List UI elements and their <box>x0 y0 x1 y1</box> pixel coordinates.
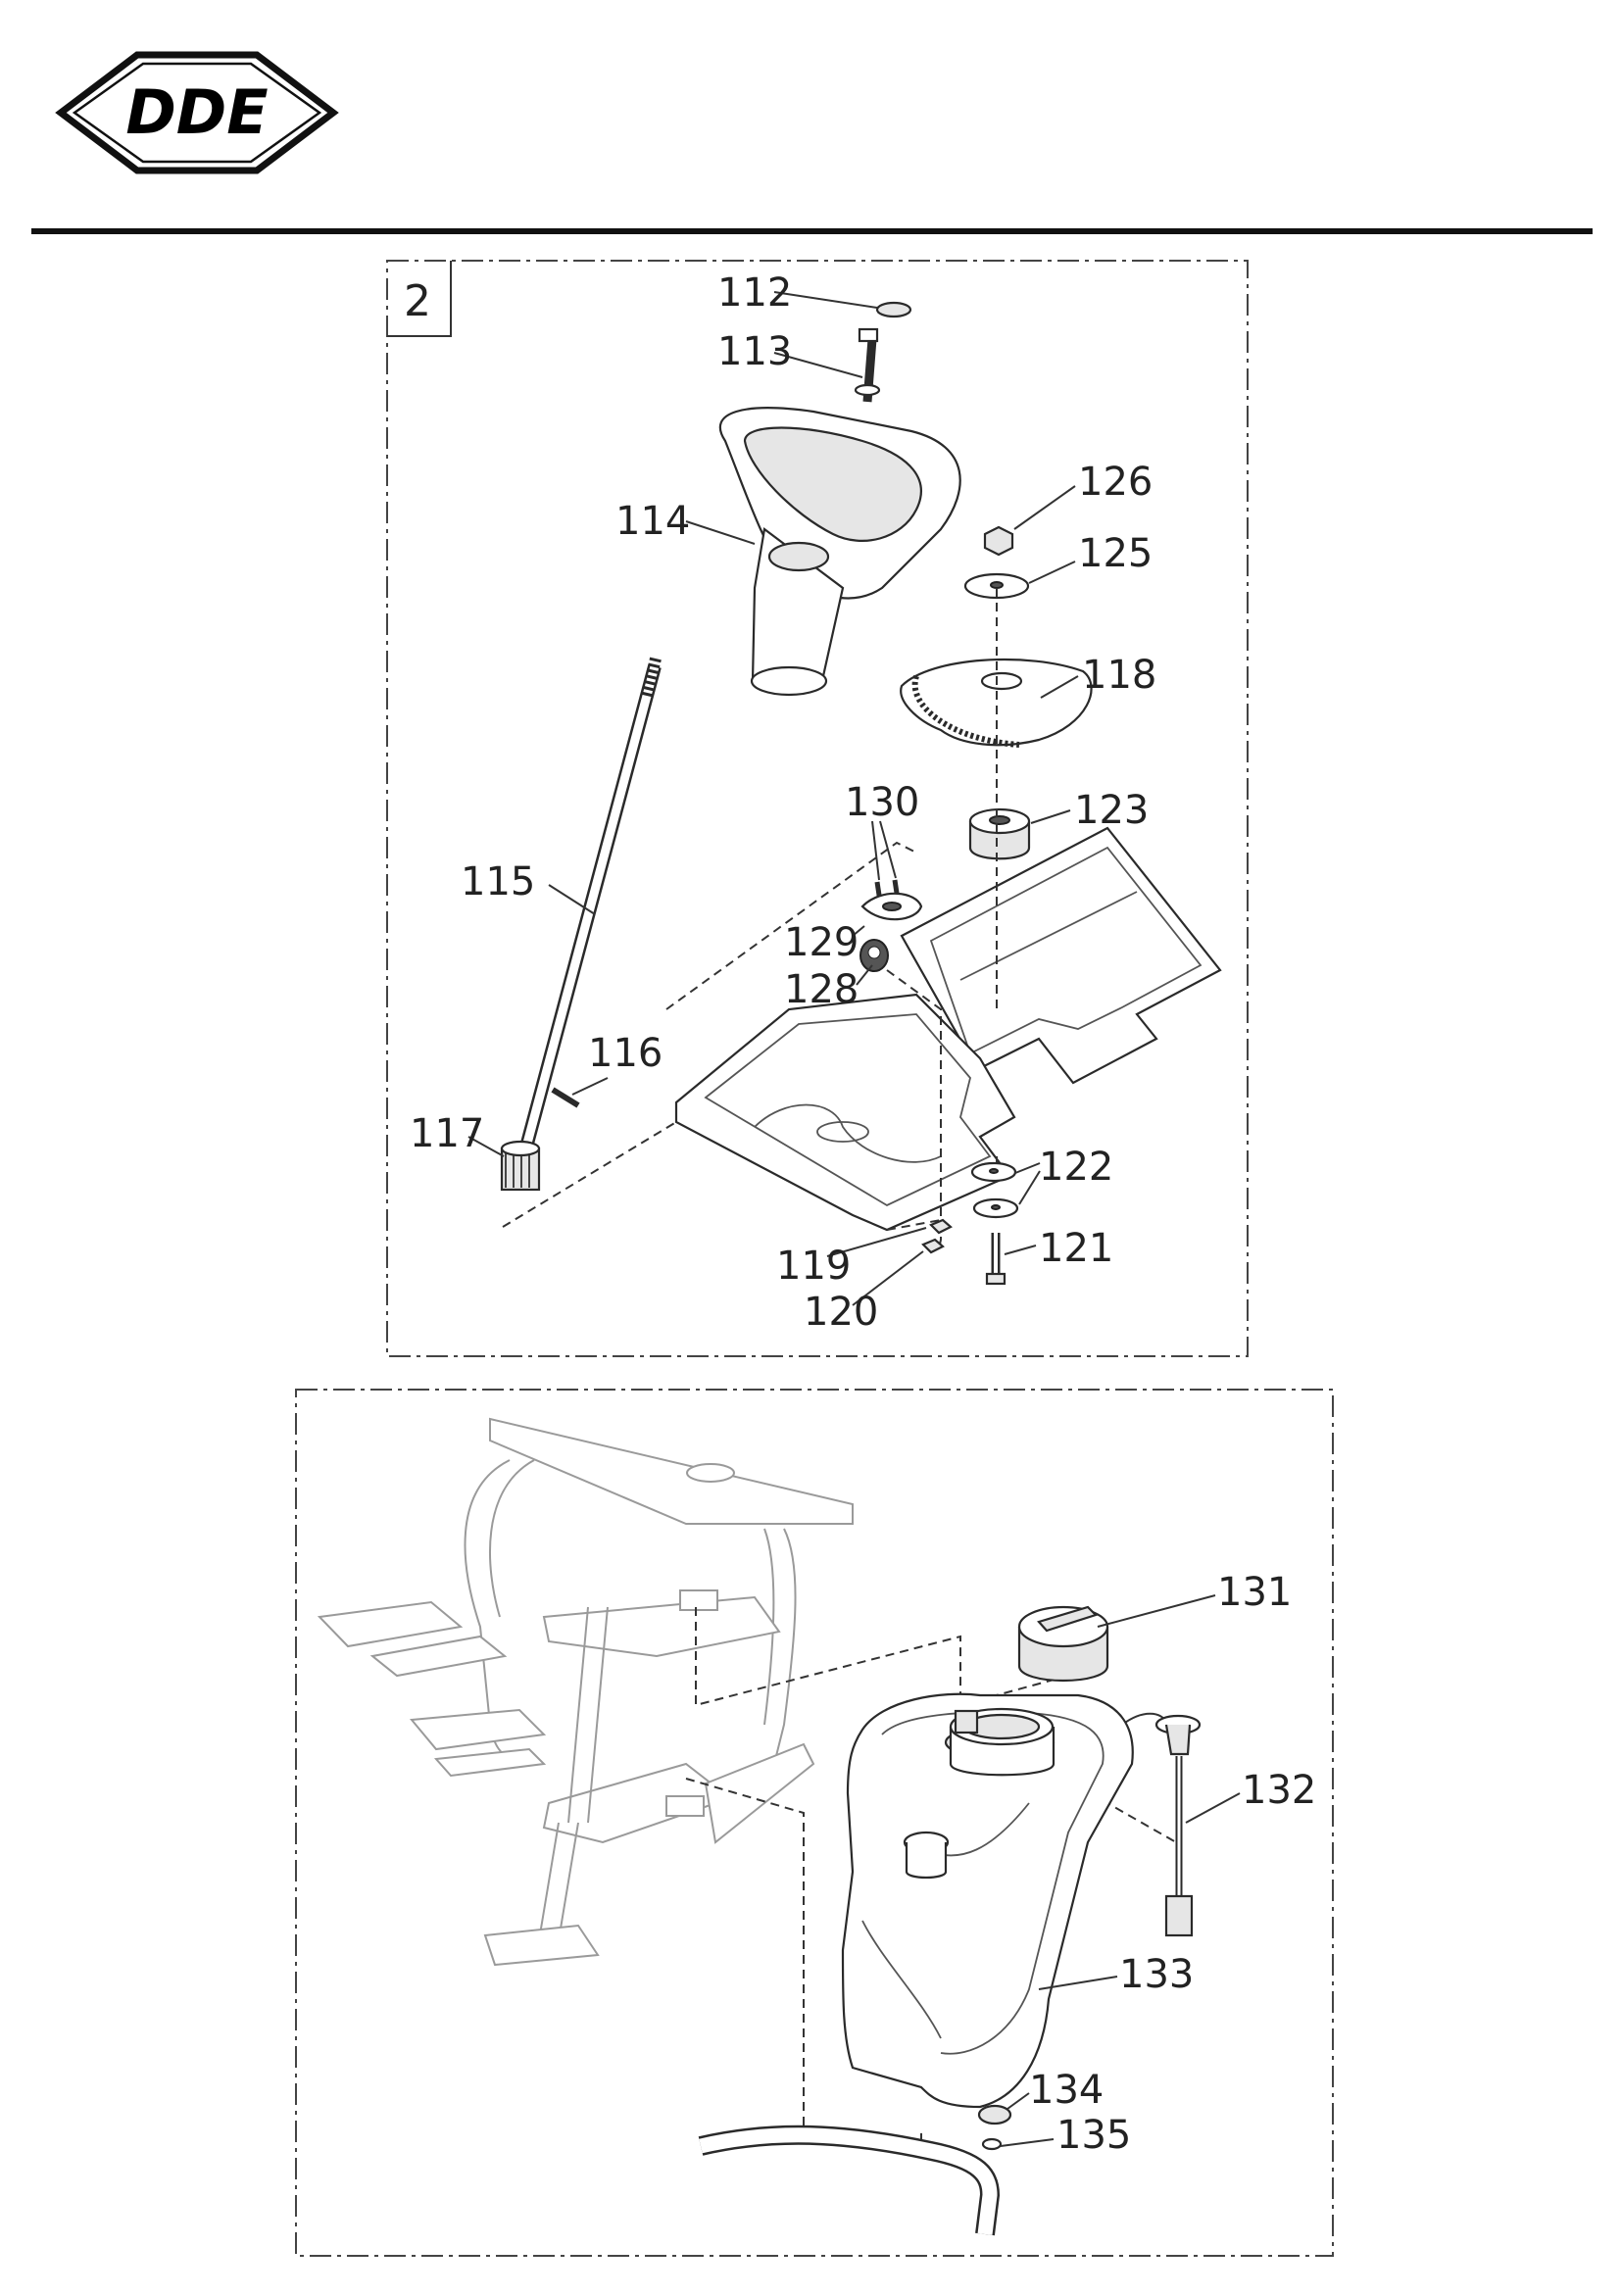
callout-130: 130 <box>845 780 919 825</box>
part-114 <box>718 407 961 697</box>
part-135 <box>698 2125 1003 2236</box>
callout-123: 123 <box>1074 788 1149 833</box>
callout-116: 116 <box>588 1031 663 1076</box>
part-129 <box>860 892 923 921</box>
callout-119: 119 <box>776 1244 851 1289</box>
leader-lines-b <box>1000 1594 1241 2147</box>
group-tag-label: 2 <box>404 276 431 326</box>
brand-logo-text: DDE <box>125 76 268 148</box>
callouts-a: 112 113 114 115 116 117 118 119 120 121 … <box>410 270 1156 1335</box>
part-126 <box>983 525 1014 557</box>
part-134 <box>977 2104 1012 2125</box>
callout-131: 131 <box>1217 1570 1292 1615</box>
part-123 <box>968 807 1031 860</box>
group-b-frame <box>295 1389 1334 2257</box>
part-131 <box>1017 1605 1109 1683</box>
part-133 <box>841 1692 1134 2109</box>
part-120 <box>921 1238 945 1254</box>
group-tag: 2 <box>387 261 452 337</box>
part-113 <box>854 327 881 403</box>
chassis-frame <box>317 1417 854 1967</box>
callout-118: 118 <box>1082 653 1156 698</box>
callout-128: 128 <box>784 967 859 1012</box>
callout-129: 129 <box>784 920 859 965</box>
callout-112: 112 <box>717 270 792 316</box>
callout-132: 132 <box>1242 1768 1316 1813</box>
callout-126: 126 <box>1078 460 1153 505</box>
part-119 <box>929 1218 953 1235</box>
group-a-frame <box>386 260 1249 1357</box>
part-112 <box>875 301 912 318</box>
callout-122: 122 <box>1039 1145 1113 1190</box>
callout-134: 134 <box>1029 2068 1104 2113</box>
callout-133: 133 <box>1119 1952 1194 1997</box>
part-115 <box>517 657 662 1156</box>
callout-135: 135 <box>1056 2113 1131 2158</box>
callout-125: 125 <box>1078 531 1153 576</box>
part-117 <box>500 1140 541 1192</box>
part-118 <box>900 658 1093 748</box>
callout-120: 120 <box>804 1290 878 1335</box>
callout-113: 113 <box>717 329 792 374</box>
floor-panel-lower <box>674 993 1016 1232</box>
callout-115: 115 <box>461 859 535 904</box>
brand-logo: DDE <box>55 51 339 174</box>
part-121 <box>985 1233 1006 1286</box>
callout-121: 121 <box>1039 1226 1113 1271</box>
part-128 <box>859 939 889 972</box>
part-122 <box>970 1161 1019 1219</box>
callout-117: 117 <box>410 1111 484 1156</box>
part-125 <box>963 572 1030 600</box>
leader-lines-a <box>467 291 1079 1306</box>
part-132 <box>1121 1712 1202 1937</box>
callouts-b: 131 132 133 134 135 <box>1029 1570 1316 2158</box>
part-116 <box>551 1087 580 1108</box>
callout-114: 114 <box>615 499 690 544</box>
